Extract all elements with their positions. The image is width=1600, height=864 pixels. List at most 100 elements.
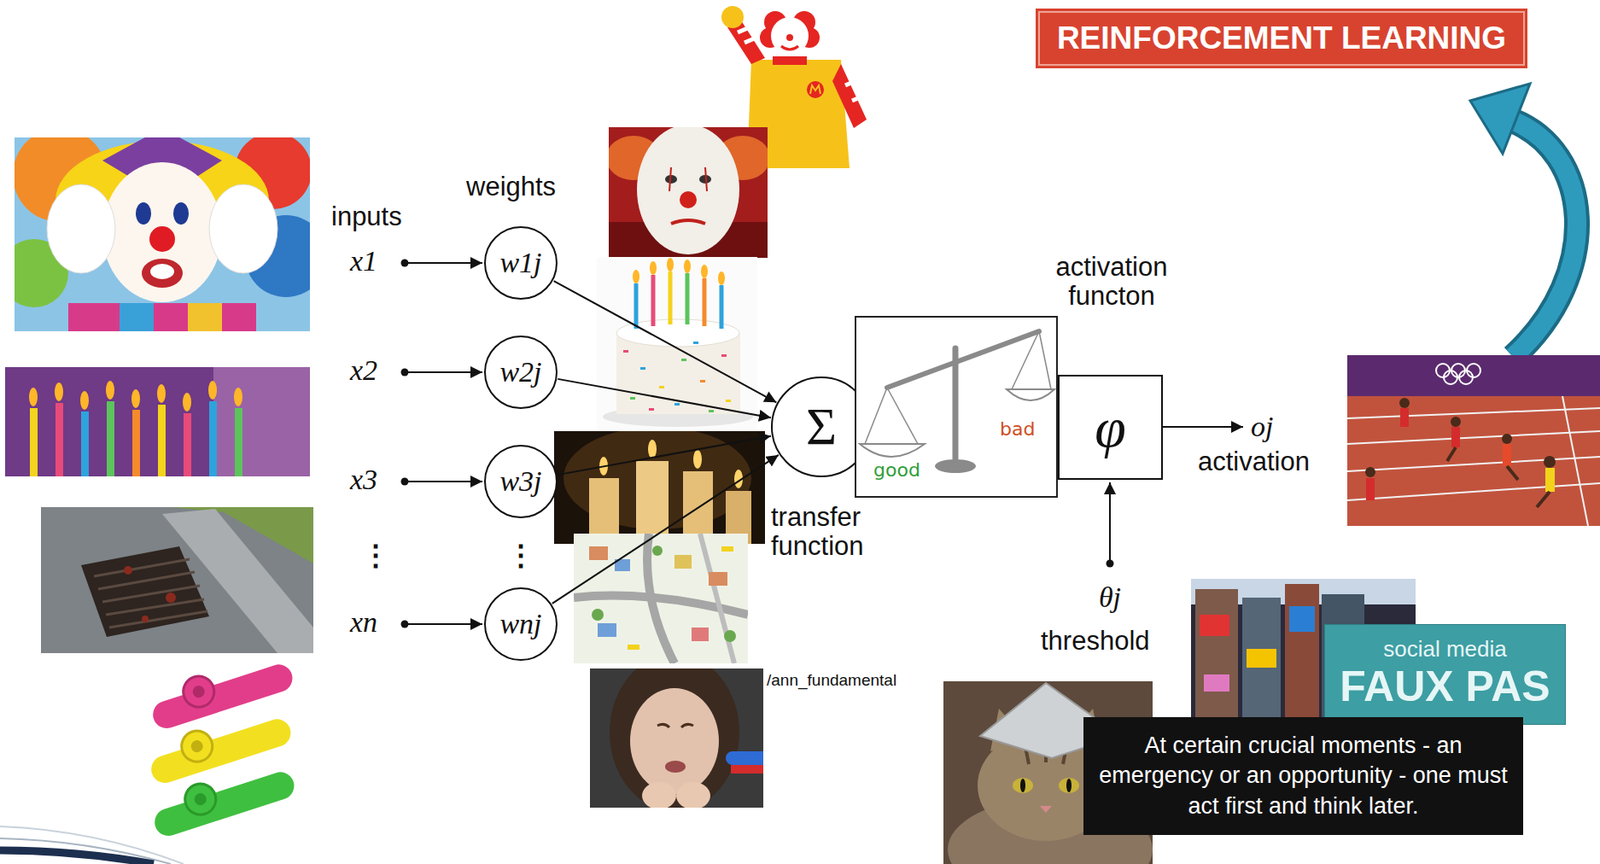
birthday-cake-photo-part [630,397,636,400]
birthday-candles-photo-part [132,409,141,477]
kazoos-photo-part [151,768,298,840]
ronald-mcdonald-photo-part [852,95,865,101]
birthday-candles-photo-part [81,411,89,477]
times-square-photo-part [1289,606,1315,632]
crying-girl-photo-part [609,668,740,808]
ronald-mcdonald-photo-part [786,34,794,41]
sprint-race-photo-part [1347,456,1600,472]
town-map-photo-part [652,545,663,556]
pennywise-photo-part [636,127,740,255]
times-square-photo-part [1203,674,1230,692]
birthday-cake-photo-part [693,341,699,345]
birthday-cake-photo-part [725,399,731,403]
weight-symbol: wnj [499,607,542,641]
input-arrows-part [404,623,483,625]
storm-drain-photo-part [165,592,176,603]
birthday-cake-photo-part [632,269,640,284]
sprint-race-photo-part [1400,408,1409,427]
input-variable: x2 [350,354,378,386]
birthday-cake-photo-part [649,261,657,275]
social-media-sign: social mediaFAUX PAS [1324,624,1566,725]
birthday-cake-photo-part [666,257,674,272]
birthday-cake-photo-part [648,408,655,411]
crying-girl-photo-part [630,688,719,795]
town-map-photo-part [708,572,728,586]
curved-arrow-part [1470,83,1530,154]
birthday-cake-photo-part [659,385,665,389]
axis-label: weights [466,172,556,202]
birthday-candles-photo-part [208,380,217,400]
kazoos-photo-part [191,683,207,700]
cat-foil-hat-photo-part [1039,805,1052,813]
kazoos-photo-part [181,779,220,818]
birthday-candles-photo-part [80,391,89,410]
output-variable: oj [1250,410,1273,443]
axis-label: inputs [331,202,403,232]
crying-girl-photo-part [681,724,694,728]
storm-drain-photo [40,507,314,654]
sprint-race-photo-part [1399,397,1410,409]
curved-arrow-part [1509,119,1577,357]
times-square-photo-part [1199,614,1230,637]
birthday-cake-photo-part [683,259,691,274]
weight-circle: w3j [484,444,558,519]
birthday-cake-photo-part [708,409,714,413]
ronald-mcdonald-photo-part [737,27,750,33]
sprint-race-photo-part [1365,467,1376,478]
crying-girl-photo-part [725,751,764,765]
sprint-race-photo-part [1506,466,1519,480]
birthday-cake-photo-part [623,350,629,353]
weight-circle: w1j [484,226,558,300]
crying-girl-photo-part [665,760,686,773]
scale-label: bad [999,418,1035,440]
ronald-mcdonald-photo-part [781,46,799,50]
clown-photo-part [135,202,152,225]
birthday-cake-photo-part [700,264,708,279]
output-arrow-part [1162,426,1244,428]
birthday-candles-photo [5,367,310,477]
balance-scale-part [1039,331,1052,390]
input-arrows [401,259,484,629]
kazoos-photo [143,648,298,840]
birthday-candles-photo-part [209,401,217,477]
threshold-variable: θj [1098,581,1122,614]
sprint-race-photo-part [1347,408,1600,419]
sprint-race-photo-part [1501,433,1513,444]
corner-swoosh [0,826,184,864]
sprint-race-photo-part [1347,483,1600,501]
stage-label: activation [1197,447,1310,477]
crying-girl-photo-part [657,724,670,728]
clown-photo-part [46,184,116,274]
crying-girl-photo-part [642,782,677,808]
banner-text: REINFORCEMENT LEARNING [1056,20,1507,58]
sprint-race-photo-part [1447,447,1456,462]
input-variable: x3 [350,463,378,496]
threshold-arrow [1106,482,1115,568]
storm-drain-photo-part [98,572,195,590]
storm-drain-photo-part [123,566,133,575]
clown-photo-part [150,263,175,280]
birthday-cake-photo-part [674,402,680,406]
crying-girl-photo [589,668,764,808]
kazoos-photo-part [177,726,217,765]
birthday-candles-photo-part [234,408,243,477]
balance-scale-part [859,443,925,457]
crying-girl-photo-part [676,782,711,808]
weight-connector [557,436,771,475]
birthday-cake-photo-part [719,285,725,329]
storm-drain-photo-part [81,546,210,637]
sprint-race-photo [1347,355,1600,526]
birthday-candles-photo-part [182,392,192,412]
ronald-mcdonald-photo-part [832,64,867,129]
birthday-cake-photo [596,256,758,431]
source-watermark: /ann_fundamental [766,671,897,690]
input-arrows-part [404,480,483,483]
clown-photo-part [68,303,257,332]
output-arrow [1162,426,1244,428]
clown-photo-part [119,303,154,332]
sprint-race-photo-part [1450,416,1461,427]
stage-label: transfer function [770,502,908,561]
weight-circle: wnj [484,587,558,661]
quote-box: At certain crucial moments - an emergenc… [1083,717,1524,836]
